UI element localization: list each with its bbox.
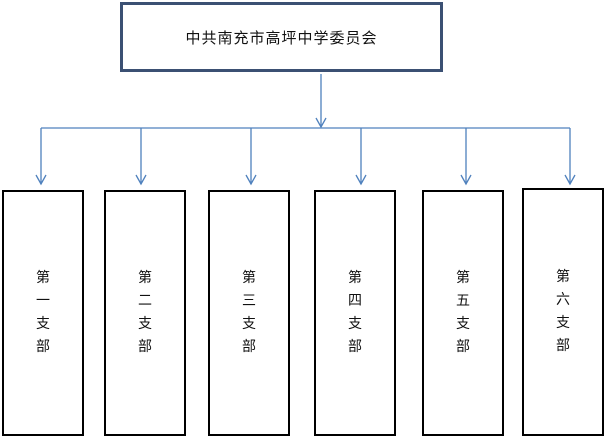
root-node-box: 中共南充市高坪中学委员会 bbox=[120, 2, 443, 72]
branch-box-2: 第二支部 bbox=[104, 190, 186, 436]
branch-label-char: 六 bbox=[556, 292, 570, 308]
branch-box-1: 第一支部 bbox=[2, 190, 84, 436]
drop-arrowhead-2 bbox=[135, 174, 147, 186]
branch-label-char: 一 bbox=[36, 293, 50, 309]
drop-arrowhead-3 bbox=[245, 174, 257, 186]
branch-label-char: 二 bbox=[138, 293, 152, 309]
branch-label-char: 部 bbox=[242, 339, 256, 355]
branch-label-char: 部 bbox=[556, 338, 570, 354]
branch-box-6: 第六支部 bbox=[522, 188, 604, 436]
branch-label-char: 部 bbox=[348, 339, 362, 355]
branch-label-char: 部 bbox=[36, 339, 50, 355]
branch-label-char: 第 bbox=[556, 269, 570, 285]
branch-label-char: 五 bbox=[456, 293, 470, 309]
branch-label-char: 支 bbox=[36, 316, 50, 332]
branch-label-char: 部 bbox=[456, 339, 470, 355]
drop-arrowhead-5 bbox=[460, 174, 472, 186]
drop-arrowhead-6 bbox=[564, 174, 576, 186]
root-node-title: 中共南充市高坪中学委员会 bbox=[185, 28, 378, 47]
drop-arrowhead-4 bbox=[355, 174, 367, 186]
branch-box-5: 第五支部 bbox=[422, 190, 504, 436]
branch-label-char: 支 bbox=[556, 315, 570, 331]
branch-label-char: 支 bbox=[348, 316, 362, 332]
branch-label-char: 三 bbox=[242, 293, 256, 309]
branch-box-3: 第三支部 bbox=[208, 190, 290, 436]
branch-label-char: 支 bbox=[242, 316, 256, 332]
drop-arrowhead-1 bbox=[35, 174, 47, 186]
branch-label-char: 第 bbox=[456, 270, 470, 286]
branch-label-char: 支 bbox=[138, 316, 152, 332]
branch-label-char: 支 bbox=[456, 316, 470, 332]
branch-label-char: 部 bbox=[138, 339, 152, 355]
branch-label-char: 第 bbox=[348, 270, 362, 286]
branch-label-char: 四 bbox=[348, 293, 362, 309]
branch-label-char: 第 bbox=[138, 270, 152, 286]
branch-label-char: 第 bbox=[36, 270, 50, 286]
trunk-arrowhead bbox=[315, 117, 327, 129]
branch-box-4: 第四支部 bbox=[314, 190, 396, 436]
branch-label-char: 第 bbox=[242, 270, 256, 286]
